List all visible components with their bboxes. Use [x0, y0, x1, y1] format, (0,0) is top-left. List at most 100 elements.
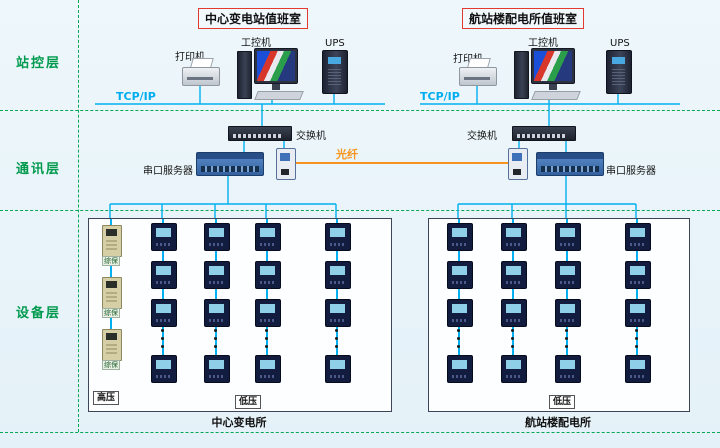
pc-monitor: [531, 48, 575, 84]
dot: [457, 329, 460, 332]
dot: [214, 329, 217, 332]
serial-device-server-icon: [536, 152, 604, 176]
meter-buttons: [260, 319, 275, 322]
meter-buttons: [330, 243, 345, 246]
meter-screen: [452, 228, 467, 237]
meter-buttons: [156, 319, 171, 322]
left-serial-server-label: 串口服务器: [143, 166, 193, 177]
meter-screen: [506, 266, 521, 275]
ellipsis-dots: [457, 329, 461, 353]
dot: [565, 345, 568, 348]
dot: [457, 337, 460, 340]
power-meter: [325, 355, 351, 383]
dot: [265, 329, 268, 332]
meter-screen: [209, 304, 224, 313]
relay-label: 综保: [102, 256, 120, 266]
relay-screen: [106, 229, 117, 236]
layer-divider-bottom: [0, 432, 720, 433]
relay-screen: [106, 281, 117, 288]
right-tcpip-label: TCP/IP: [420, 90, 460, 103]
meter-buttons: [156, 281, 171, 284]
pc-keyboard: [254, 91, 304, 100]
meter-buttons: [630, 243, 645, 246]
switch-ports: [233, 134, 281, 138]
dot: [335, 337, 338, 340]
meter-buttons: [560, 281, 575, 284]
meter-buttons: [630, 319, 645, 322]
pc-keyboard: [531, 91, 581, 100]
meter-buttons: [506, 375, 521, 378]
ellipsis-dots: [565, 329, 569, 353]
power-meter: [625, 299, 651, 327]
media-converter-stripe: [280, 153, 290, 161]
printer-body: [459, 67, 497, 86]
meter-screen: [260, 304, 275, 313]
relay-buttons: [106, 292, 117, 302]
power-meter: [447, 355, 473, 383]
power-meter: [325, 261, 351, 289]
dot: [265, 337, 268, 340]
power-meter: [555, 355, 581, 383]
fiber-media-converter-icon: [276, 148, 296, 180]
dot: [565, 329, 568, 332]
dot: [565, 337, 568, 340]
power-meter: [325, 223, 351, 251]
power-meter: [151, 299, 177, 327]
meter-screen: [506, 228, 521, 237]
meter-buttons: [560, 319, 575, 322]
dot: [511, 345, 514, 348]
left-room-title: 中心变电站值班室: [198, 8, 309, 29]
ethernet-switch-icon: [228, 126, 292, 141]
meter-buttons: [209, 319, 224, 322]
dot: [511, 329, 514, 332]
meter-buttons: [560, 375, 575, 378]
meter-screen: [330, 304, 345, 313]
power-meter: [151, 355, 177, 383]
meter-buttons: [630, 375, 645, 378]
ethernet-switch-icon: [512, 126, 576, 141]
ups-vents: [612, 69, 625, 85]
serial-device-server-icon: [196, 152, 264, 176]
pc-screen: [534, 51, 572, 81]
left-panel-caption: 中心变电所: [211, 416, 267, 429]
power-meter: [255, 261, 281, 289]
dot: [511, 337, 514, 340]
meter-buttons: [260, 375, 275, 378]
power-meter: [447, 261, 473, 289]
meter-screen: [156, 304, 171, 313]
layer-label-comm: 通讯层: [16, 162, 62, 177]
serial-server-top: [197, 153, 263, 159]
meter-buttons: [506, 281, 521, 284]
power-meter: [625, 355, 651, 383]
meter-screen: [330, 228, 345, 237]
meter-buttons: [209, 375, 224, 378]
meter-screen: [156, 360, 171, 369]
right-device-panel: 低压: [428, 218, 690, 412]
left-pc-label: 工控机: [241, 38, 271, 49]
power-meter: [447, 299, 473, 327]
meter-buttons: [330, 281, 345, 284]
power-meter: [151, 261, 177, 289]
protection-relay: [102, 329, 122, 361]
meter-buttons: [506, 319, 521, 322]
serial-server-ports: [201, 166, 259, 172]
meter-screen: [156, 266, 171, 275]
power-meter: [625, 223, 651, 251]
layer-label-device: 设备层: [16, 306, 62, 321]
right-printer-label: 打印机: [453, 54, 483, 65]
pc-stand: [272, 84, 280, 90]
left-ups-label: UPS: [325, 38, 345, 49]
ups-screen: [612, 57, 625, 64]
meter-screen: [209, 228, 224, 237]
serial-server-top: [537, 153, 603, 159]
right-panel-caption: 航站楼配电所: [525, 416, 591, 429]
layer-label-divider: [78, 0, 79, 432]
power-meter: [555, 299, 581, 327]
ellipsis-dots: [635, 329, 639, 353]
relay-buttons: [106, 344, 117, 354]
pc-screen: [257, 51, 295, 81]
power-meter: [501, 299, 527, 327]
ellipsis-dots: [161, 329, 165, 353]
meter-buttons: [452, 375, 467, 378]
